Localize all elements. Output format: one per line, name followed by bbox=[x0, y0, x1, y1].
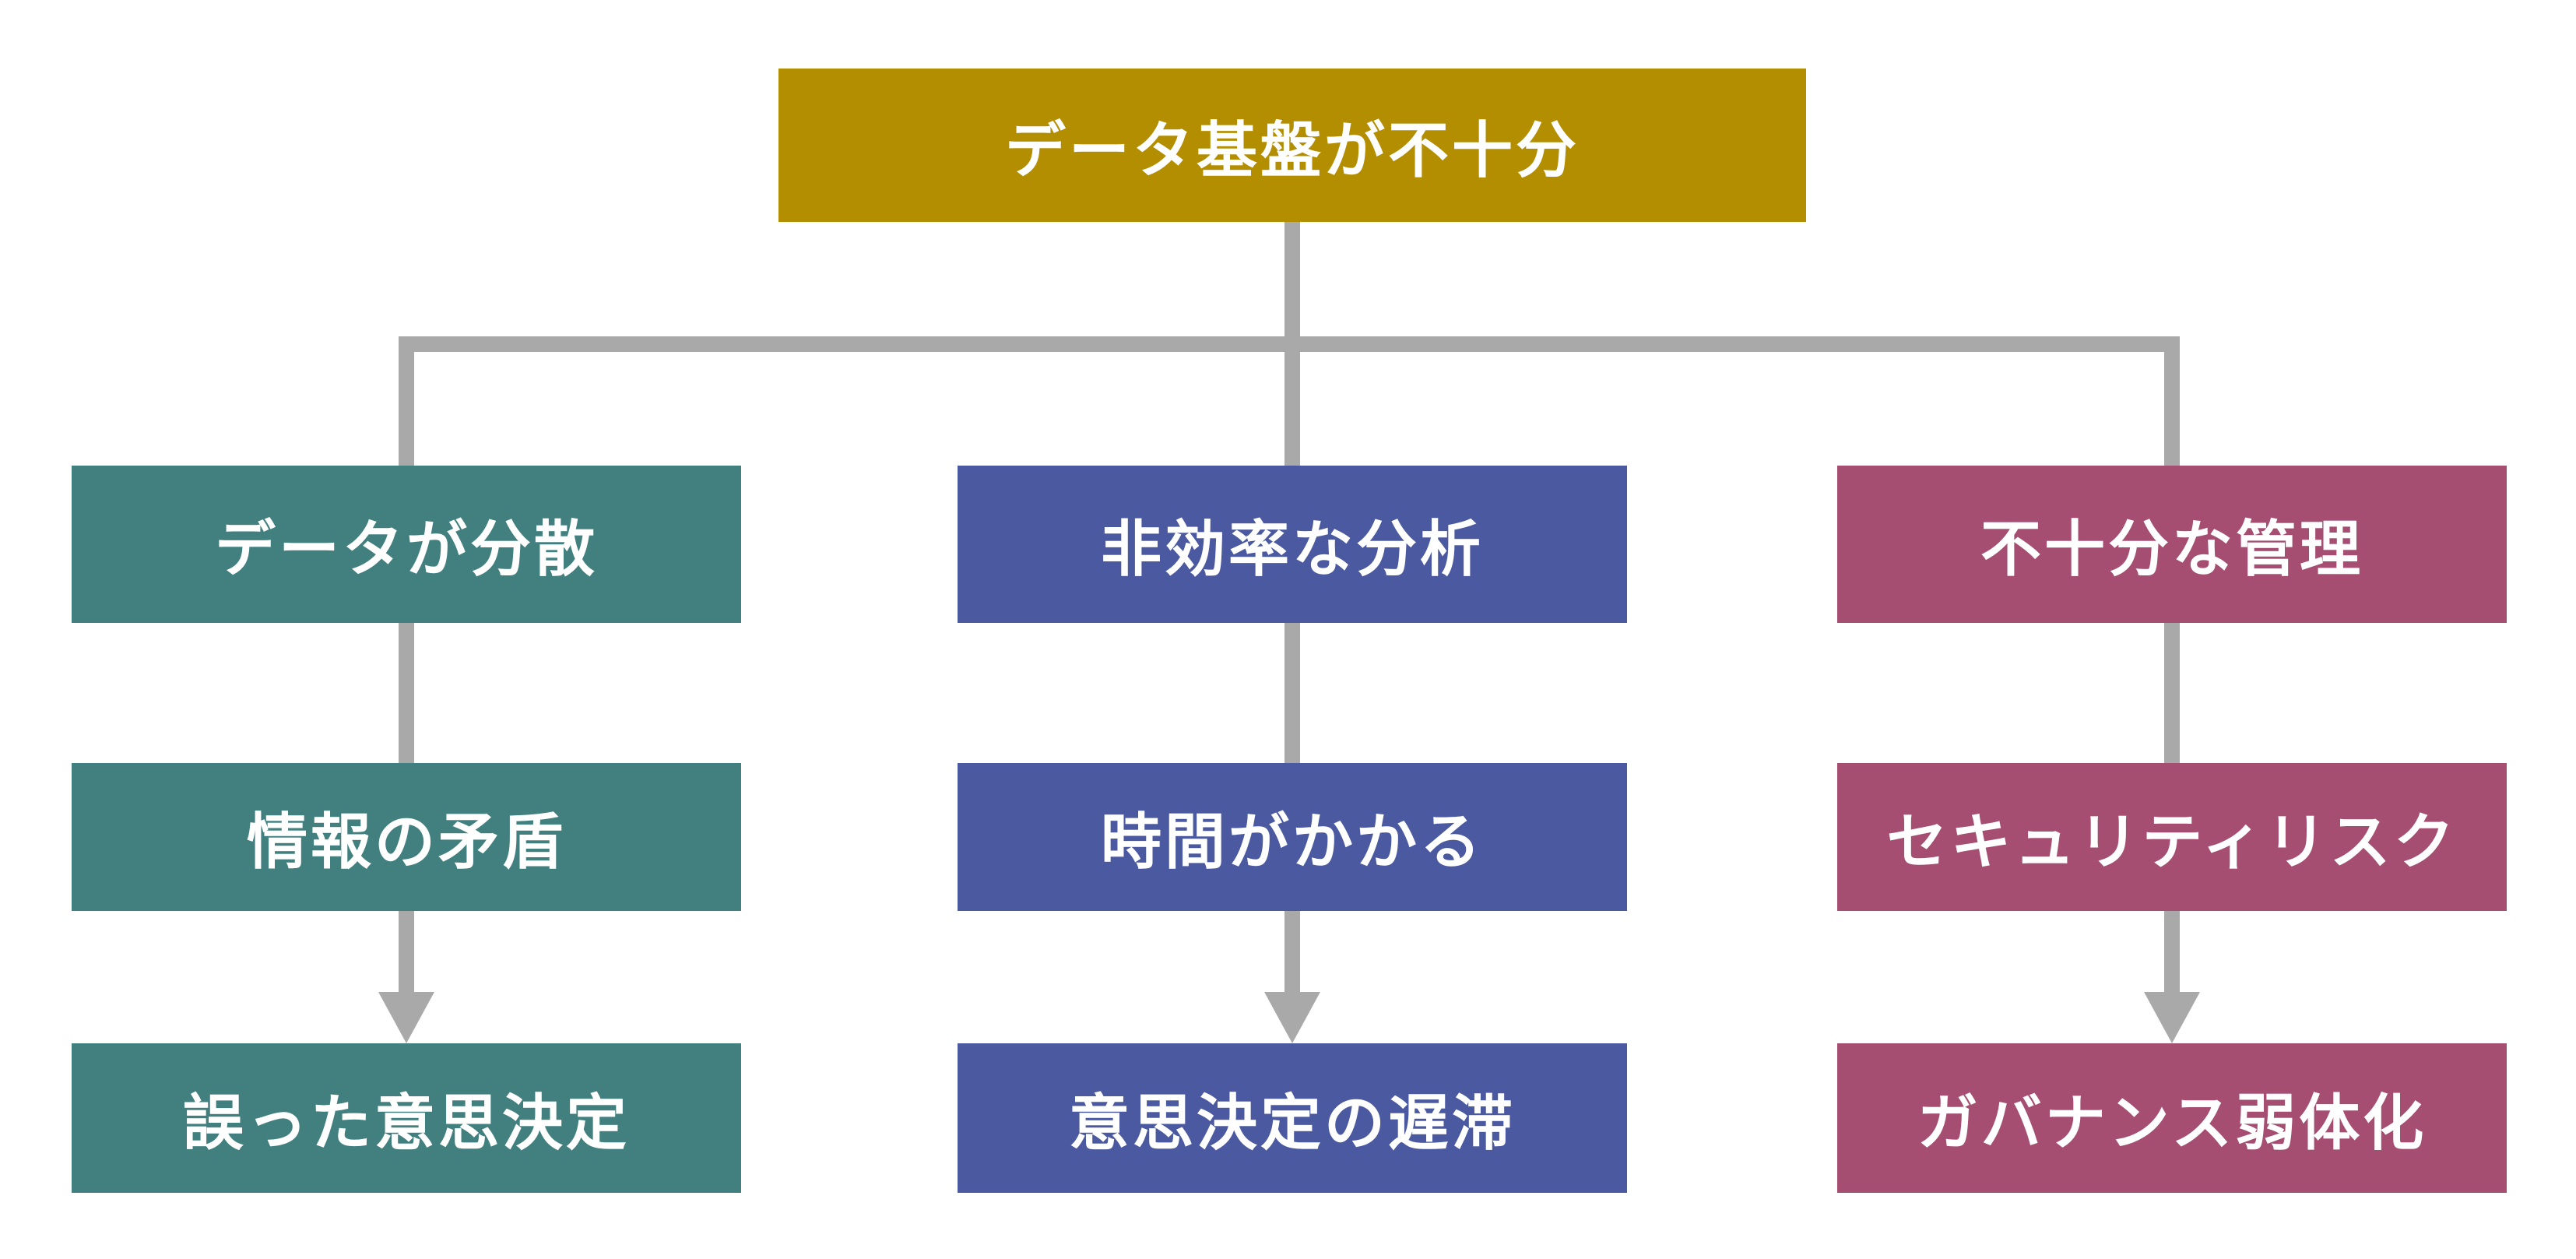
node-col2-row1: 非効率な分析 bbox=[958, 466, 1627, 623]
node-col3-row2: セキュリティリスク bbox=[1837, 763, 2507, 911]
connector-col3-arrow-shaft bbox=[2164, 911, 2180, 993]
connector-left-stub bbox=[399, 336, 414, 466]
node-col1-row3: 誤った意思決定 bbox=[72, 1043, 741, 1193]
connector-col2-link1 bbox=[1284, 623, 1300, 763]
connector-col3-link1 bbox=[2164, 623, 2180, 763]
node-col2-row3: 意思決定の遅滞 bbox=[958, 1043, 1627, 1193]
node-col1-row1: データが分散 bbox=[72, 466, 741, 623]
node-col3-row3: ガバナンス弱体化 bbox=[1837, 1043, 2507, 1193]
node-root: データ基盤が不十分 bbox=[778, 69, 1806, 222]
connector-col1-link1 bbox=[399, 623, 414, 763]
connector-col2-arrow-shaft bbox=[1284, 911, 1300, 993]
connector-col2-arrowhead-icon bbox=[1264, 992, 1320, 1043]
connector-horizontal-rail bbox=[399, 336, 2180, 352]
connector-right-stub bbox=[2164, 336, 2180, 466]
connector-col1-arrow-shaft bbox=[399, 911, 414, 993]
node-col1-row2: 情報の矛盾 bbox=[72, 763, 741, 911]
node-col3-row1: 不十分な管理 bbox=[1837, 466, 2507, 623]
node-col2-row2: 時間がかかる bbox=[958, 763, 1627, 911]
connector-col1-arrowhead-icon bbox=[378, 992, 434, 1043]
connector-col3-arrowhead-icon bbox=[2144, 992, 2200, 1043]
